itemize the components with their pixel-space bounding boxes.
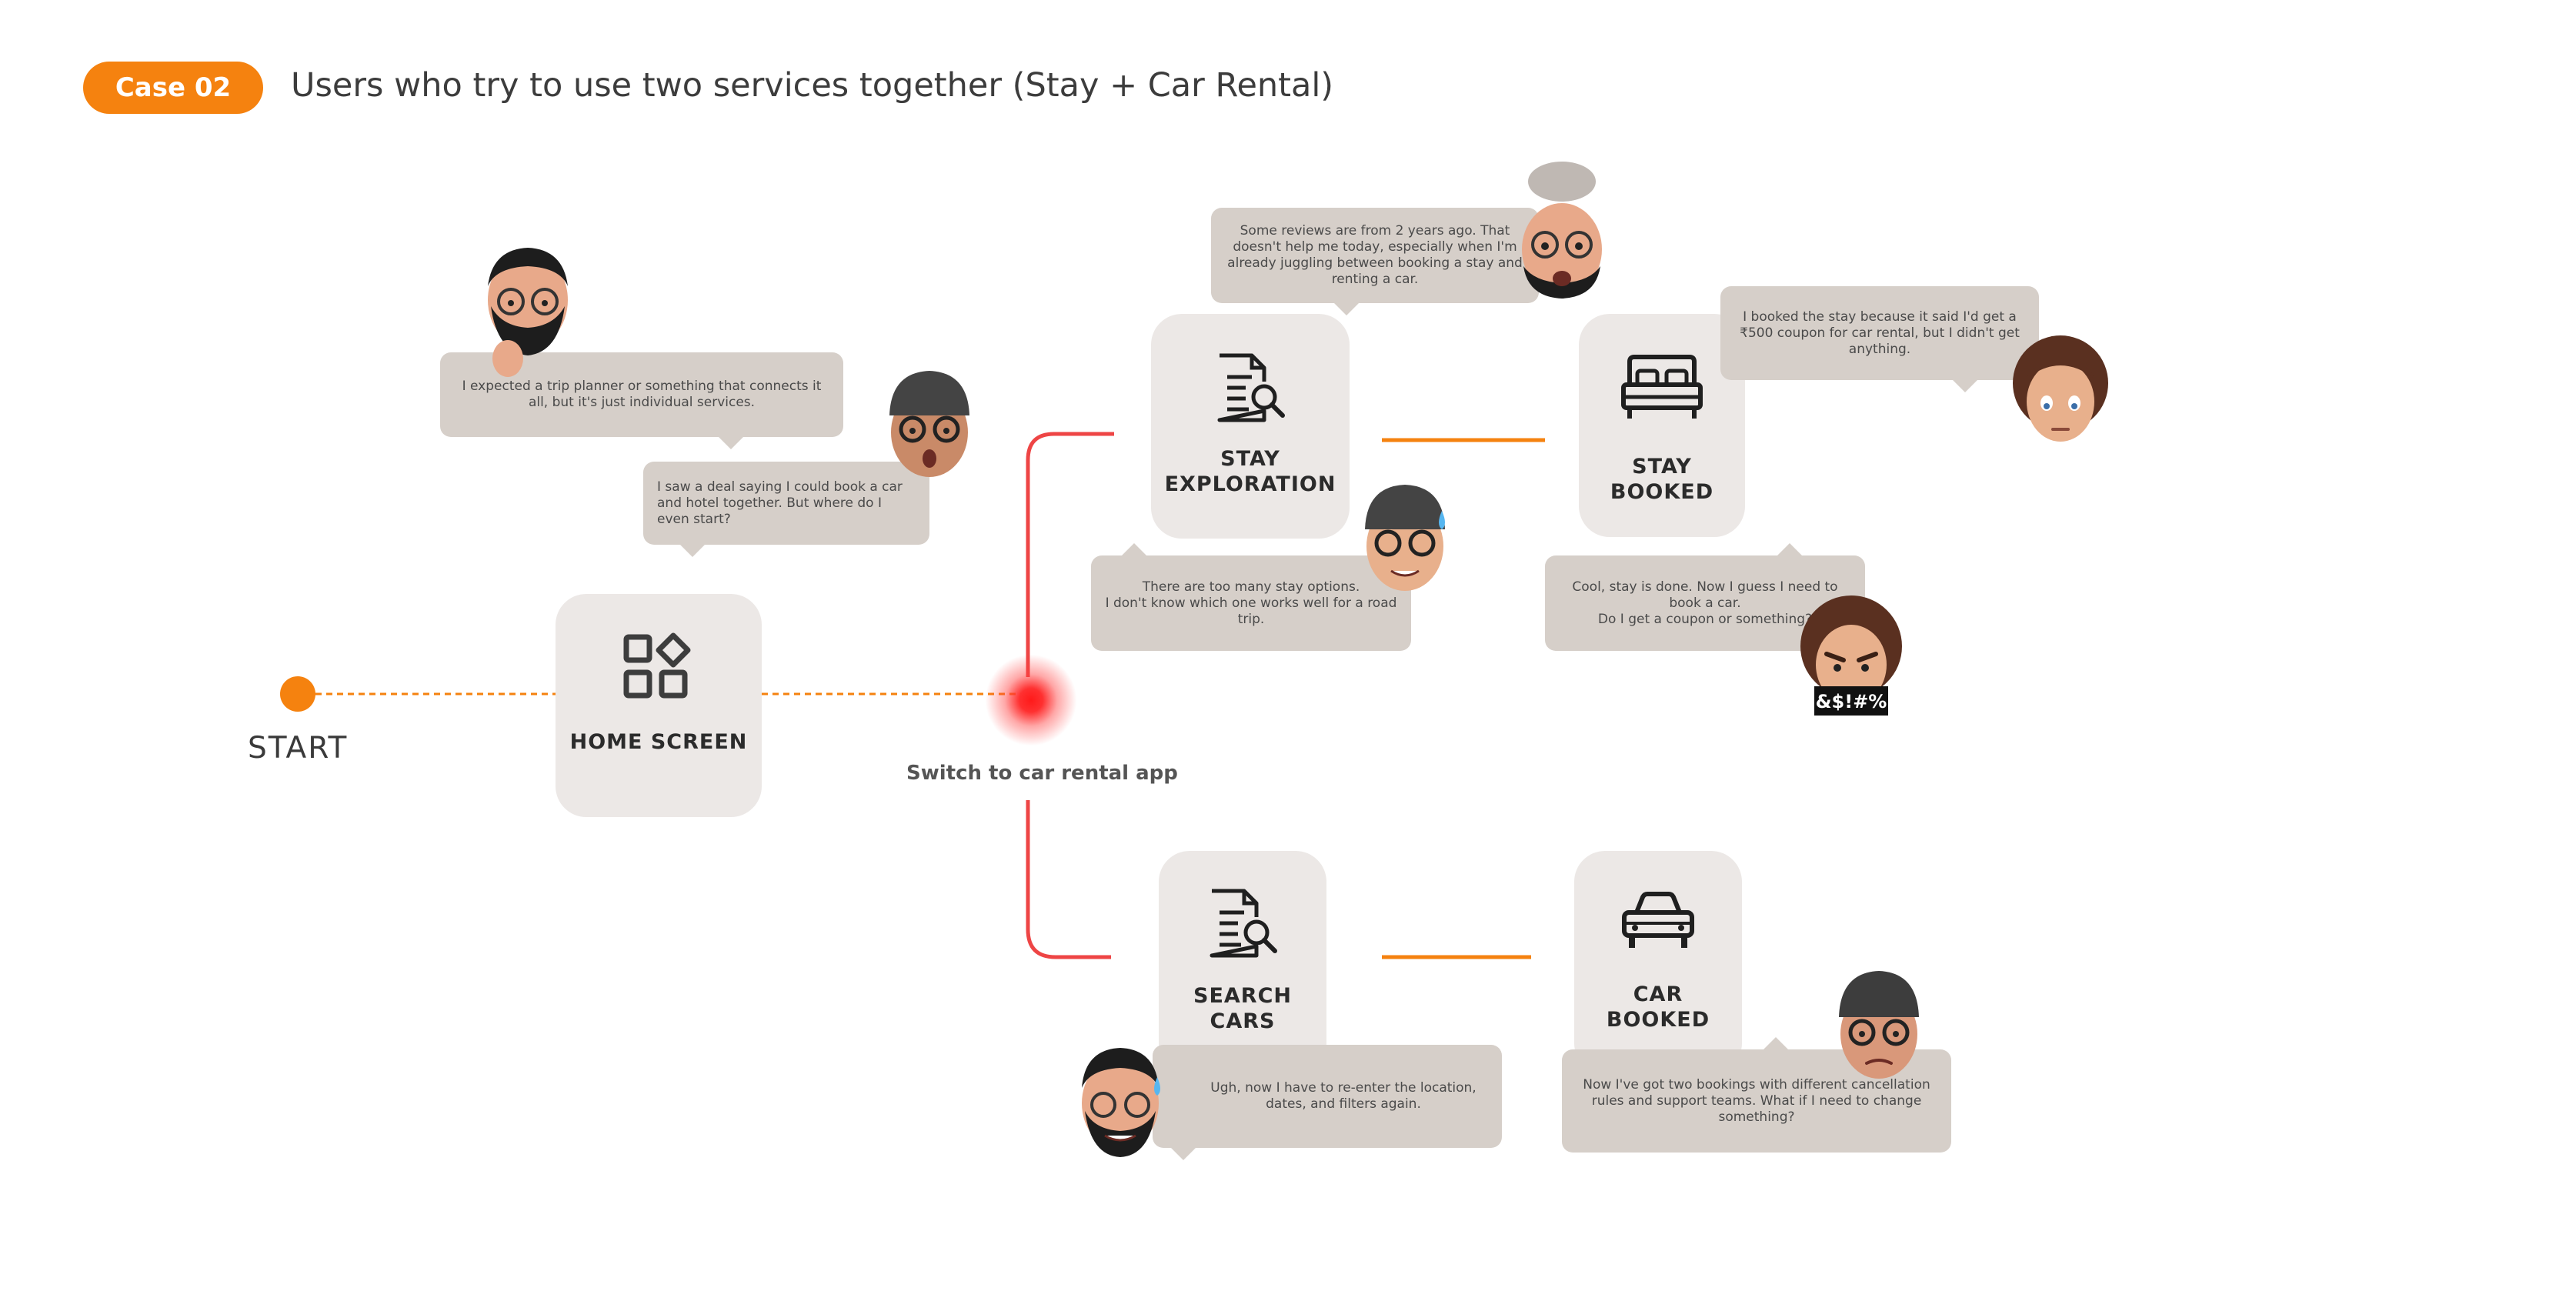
- page-title: Users who try to use two services togeth…: [291, 66, 1334, 105]
- car-booked-label: CAR BOOKED: [1606, 982, 1710, 1032]
- stay-exploration-node: STAY EXPLORATION: [1151, 314, 1350, 539]
- start-label: START: [248, 731, 349, 766]
- home-screen-node: HOME SCREEN: [556, 594, 762, 817]
- bed-icon: [1621, 355, 1703, 419]
- car-icon: [1622, 892, 1694, 948]
- branch-down-line: [1026, 800, 1111, 959]
- bubble-deal: I saw a deal saying I could book a car a…: [643, 462, 929, 557]
- bubble-reviews: Some reviews are from 2 years ago. That …: [1211, 208, 1539, 315]
- avatar-cap-surprised: [889, 371, 969, 477]
- car-booked-node: CAR BOOKED: [1574, 851, 1742, 1074]
- branch-up-line: [1026, 432, 1114, 677]
- bubble-coupon: I booked the stay because it said I'd ge…: [1720, 286, 2039, 392]
- stay-booked-node: STAY BOOKED: [1579, 314, 1745, 537]
- search-cars-label: SEARCH CARS: [1193, 984, 1292, 1033]
- avatar-mind-blown: [1522, 162, 1602, 299]
- censored-caption: &$!#%: [1816, 691, 1887, 712]
- avatar-cap-worried: [1839, 971, 1919, 1079]
- case-badge: Case 02: [83, 62, 263, 114]
- stay-exploration-label: STAY EXPLORATION: [1164, 447, 1336, 496]
- stay-booked-label: STAY BOOKED: [1610, 455, 1714, 504]
- avatar-thinking: [488, 248, 568, 377]
- bubble-too-many: There are too many stay options. I don't…: [1091, 543, 1411, 651]
- bubble-reenter: Ugh, now I have to re-enter the location…: [1153, 1045, 1502, 1160]
- start-dot: [280, 676, 315, 712]
- switch-point-glow: [985, 654, 1077, 746]
- document-search-icon: [1217, 353, 1285, 422]
- apps-grid-icon: [623, 632, 691, 699]
- avatar-curly: [2013, 335, 2108, 442]
- avatar-angry: &$!#%: [1800, 595, 1902, 716]
- document-search-icon: [1210, 889, 1277, 958]
- avatar-beard-sweat: [1082, 1048, 1160, 1157]
- switch-label: Switch to car rental app: [906, 762, 1178, 785]
- avatar-cap-sweat: [1365, 485, 1445, 591]
- home-screen-label: HOME SCREEN: [569, 730, 748, 754]
- search-cars-node: SEARCH CARS: [1159, 851, 1326, 1074]
